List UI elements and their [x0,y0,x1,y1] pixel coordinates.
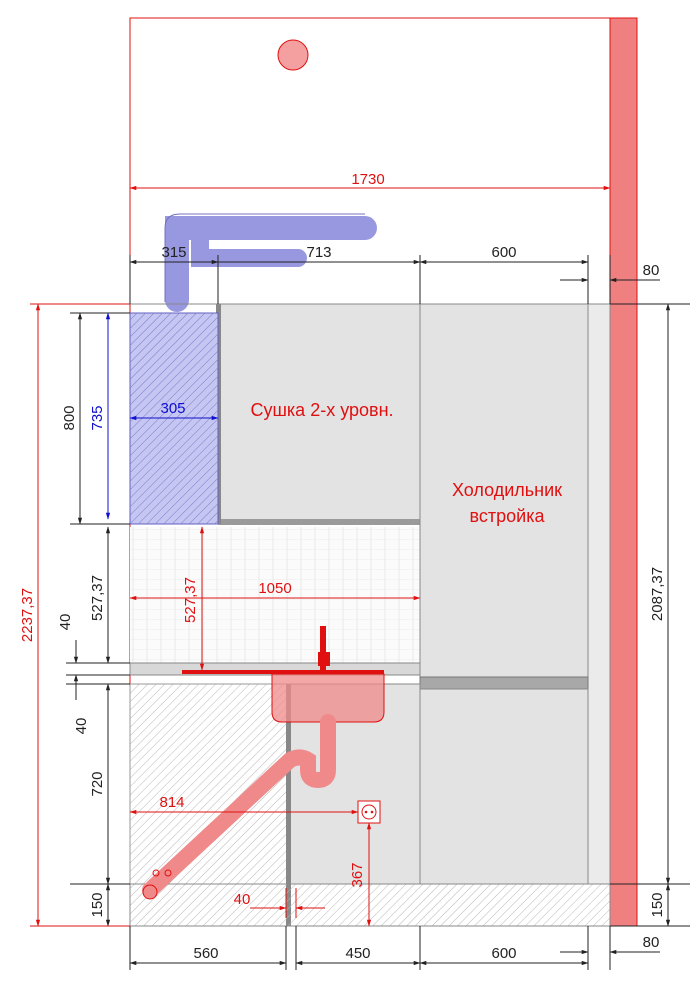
label-dryer: Сушка 2-х уровн. [250,400,393,420]
label-fridge-2: встройка [470,506,546,526]
upper-cabinet-dryer [217,303,421,525]
dim-150-right: 150 [649,892,666,917]
dim-40-bottom: 40 [234,891,251,908]
dim-600-bottom: 600 [491,945,516,962]
dim-735: 735 [89,405,106,430]
dim-527-red: 527,37 [182,577,199,623]
dim-600-top: 600 [491,244,516,261]
dim-713: 713 [306,244,331,261]
dim-527-black: 527,37 [89,575,106,621]
dim-1050: 1050 [258,580,291,597]
drain-pipe [142,714,336,898]
dim-1730: 1730 [351,171,384,188]
dim-40-b: 40 [73,718,90,735]
dim-305: 305 [160,400,185,417]
dim-80-bottom: 80 [643,934,660,951]
dim-315: 315 [161,244,186,261]
backsplash [130,527,420,663]
dim-814: 814 [159,794,184,811]
dim-150-left: 150 [89,892,106,917]
label-fridge-1: Холодильник [452,480,562,500]
wall-column [609,17,638,927]
dim-367: 367 [349,862,366,887]
dim-560: 560 [193,945,218,962]
dim-80-top: 80 [643,262,660,279]
power-socket [357,800,381,824]
dim-2087: 2087,37 [649,567,666,621]
ventilation-duct [165,216,377,312]
dim-40-a: 40 [57,614,74,631]
dim-800: 800 [61,405,78,430]
dim-450: 450 [345,945,370,962]
dim-720: 720 [89,771,106,796]
plinth [129,883,611,927]
ceiling-light [277,39,309,71]
dim-2237: 2237,37 [19,588,36,642]
sink [271,626,385,723]
